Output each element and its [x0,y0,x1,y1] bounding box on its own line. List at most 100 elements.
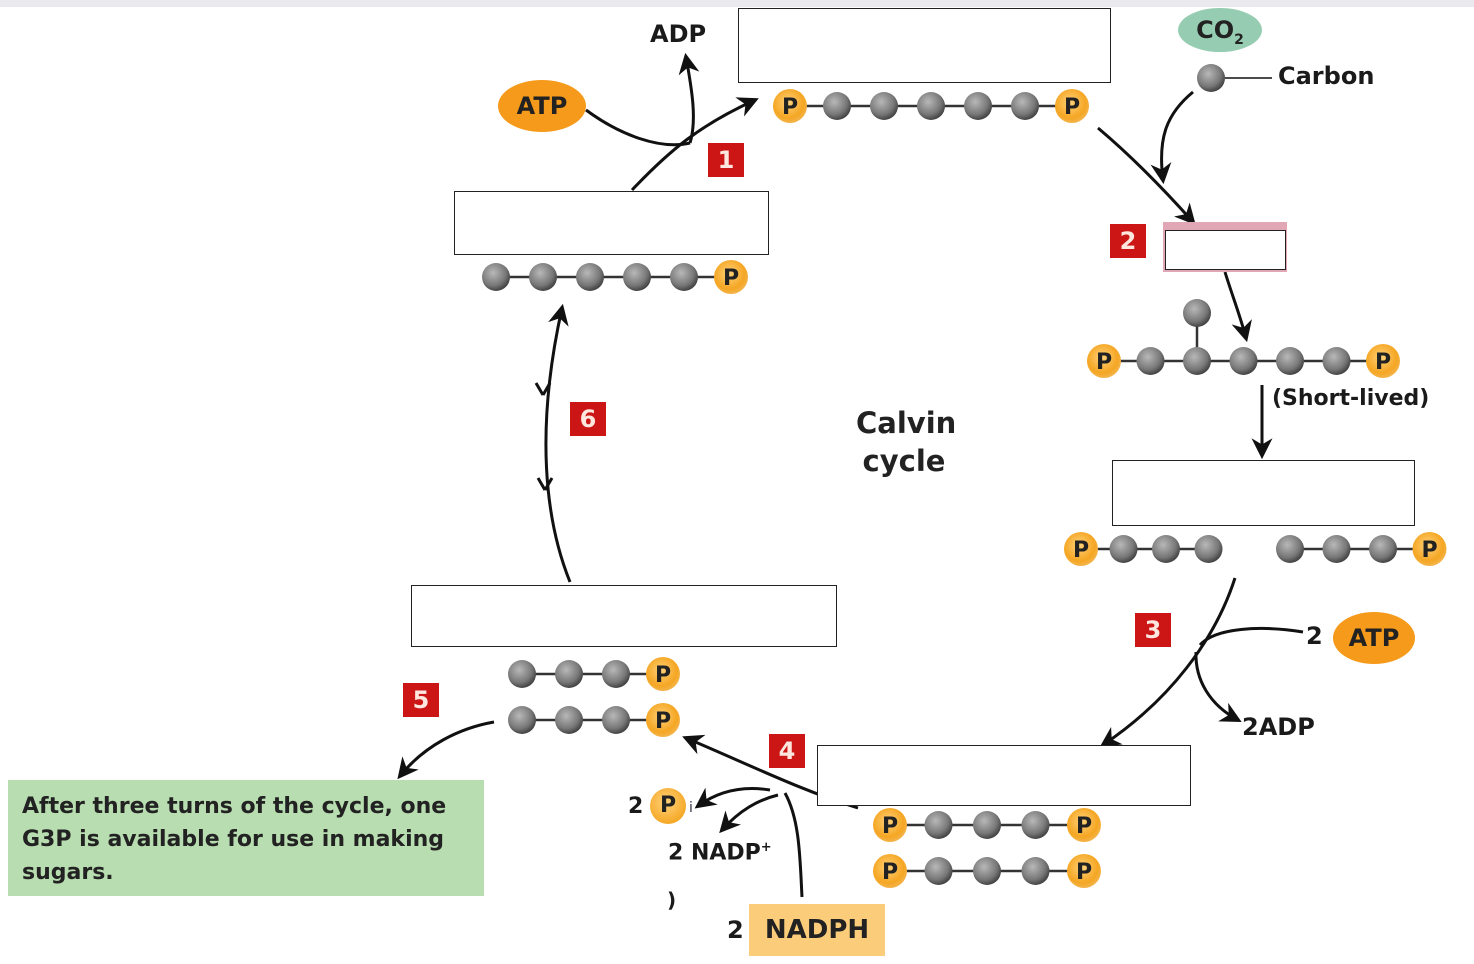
arrow-step5-out [397,720,495,780]
arrow-pi-out [694,787,771,809]
molecule-ru5p: P [482,260,748,294]
atp-label-top: ATP [516,92,568,120]
pi-subscript: i [689,800,693,816]
phosphate-group [1366,344,1400,378]
phosphate-label: P [782,95,798,120]
adp-label-top: ADP [650,20,707,48]
atp-count-label: 2 [1306,622,1323,650]
phosphate-label: P [655,709,671,734]
carbon-atom [1322,535,1351,563]
arrow-step6-tick1 [536,477,554,491]
phosphate-group [1067,808,1101,842]
phosphate-group [646,657,680,691]
phosphate-label: P [655,663,671,688]
carbon-atom [482,263,510,291]
co2-subscript: 2 [1234,31,1244,48]
carbon-atom [973,811,1001,839]
atp-label-right: ATP [1348,624,1400,652]
phosphate-label: P [1096,350,1112,375]
co2-carbon-atom [1197,64,1225,92]
carbon-atom [964,92,992,120]
answer-box-g3p[interactable] [411,585,837,647]
nadp-superscript: + [760,840,772,855]
phosphate-label: P [882,860,898,885]
carbon-atom [1136,347,1165,375]
carbon-atom [1276,535,1304,563]
step-badge-5: 5 [403,683,439,717]
arrow-to-step2 [1097,126,1196,226]
arrow-2adp-out [1194,651,1242,722]
carbon-atom [602,706,630,734]
carbon-atom [1229,347,1258,375]
molecule-3pga-a: P [1064,532,1223,566]
arrow-nadp-out [719,793,779,834]
answer-box-rubisco[interactable] [1165,230,1286,270]
answer-box-rubp[interactable] [738,8,1111,83]
arrow-step1-main [630,97,759,192]
carbon-atom [924,857,953,885]
carbon-atom [1021,857,1050,885]
arrow-atp-right-in [1198,627,1304,647]
phosphate-group [773,89,807,123]
phosphate-group [1064,532,1098,566]
phosphate-label: P [1076,860,1092,885]
arrow-nadph-in [783,792,804,898]
short-lived-label: (Short-lived) [1272,386,1430,411]
step-badge-6: 6 [570,402,606,436]
carbon-atom [1011,92,1039,120]
carbon-atom [508,660,536,688]
arrow-step6 [544,303,572,583]
atp-oval-top: ATP [498,80,586,132]
molecule-g3p-a: P [508,657,680,691]
carbon-atom [1369,535,1397,563]
carbon-atom [623,263,651,291]
carbon-atom [917,92,945,120]
top-bar [0,0,1474,7]
atp-oval-right: ATP [1333,612,1415,664]
carbon-atom [973,857,1001,885]
answer-box-bpg[interactable] [817,745,1191,806]
phosphate-group [1412,532,1447,566]
phosphate-group [1087,344,1121,378]
step-badge-3: 3 [1135,613,1171,647]
step-badge-2: 2 [1110,224,1146,258]
arrow-atp-in [585,108,691,147]
calvin-title-line2: cycle [862,444,946,478]
molecule-3pga-b: P [1276,532,1447,566]
carbon-atom [508,706,536,734]
nadp-text: 2 NADP [668,840,761,866]
phosphate-label: P [1064,95,1080,120]
answer-box-ru5p[interactable] [454,191,769,255]
pi-count-label: 2 [628,794,644,819]
carbon-atom [602,660,630,688]
carbon-atom [870,92,898,120]
arrow-step6-tick2 [534,382,552,396]
carbon-atom [1194,535,1223,563]
carbon-atom [555,660,583,688]
carbon-atom [555,706,583,734]
carbon-atom [670,263,698,291]
phosphate-label: P [1375,350,1391,375]
phosphate-group [1055,89,1089,123]
carbon-atom [1183,347,1211,375]
phosphate-label: P [1076,814,1092,839]
phosphate-label: P [882,814,898,839]
phosphate-group [873,854,907,888]
answer-box-3pga[interactable] [1112,460,1415,526]
g3p-output-note: After three turns of the cycle, one G3P … [8,780,484,896]
step-badge-1: 1 [708,143,744,177]
calvin-title-line1: Calvin [856,406,957,440]
nadph-label: NADPH [764,915,870,945]
phosphate-label: P [723,266,739,291]
carbon-atom [1183,299,1211,327]
arrow-step3-main [1099,577,1237,748]
two-adp-label: 2ADP [1242,713,1315,741]
phosphate-group [714,260,748,294]
carbon-atom [823,92,851,120]
arrow-adp-out [678,52,700,144]
pi-p-label: P [659,793,677,818]
